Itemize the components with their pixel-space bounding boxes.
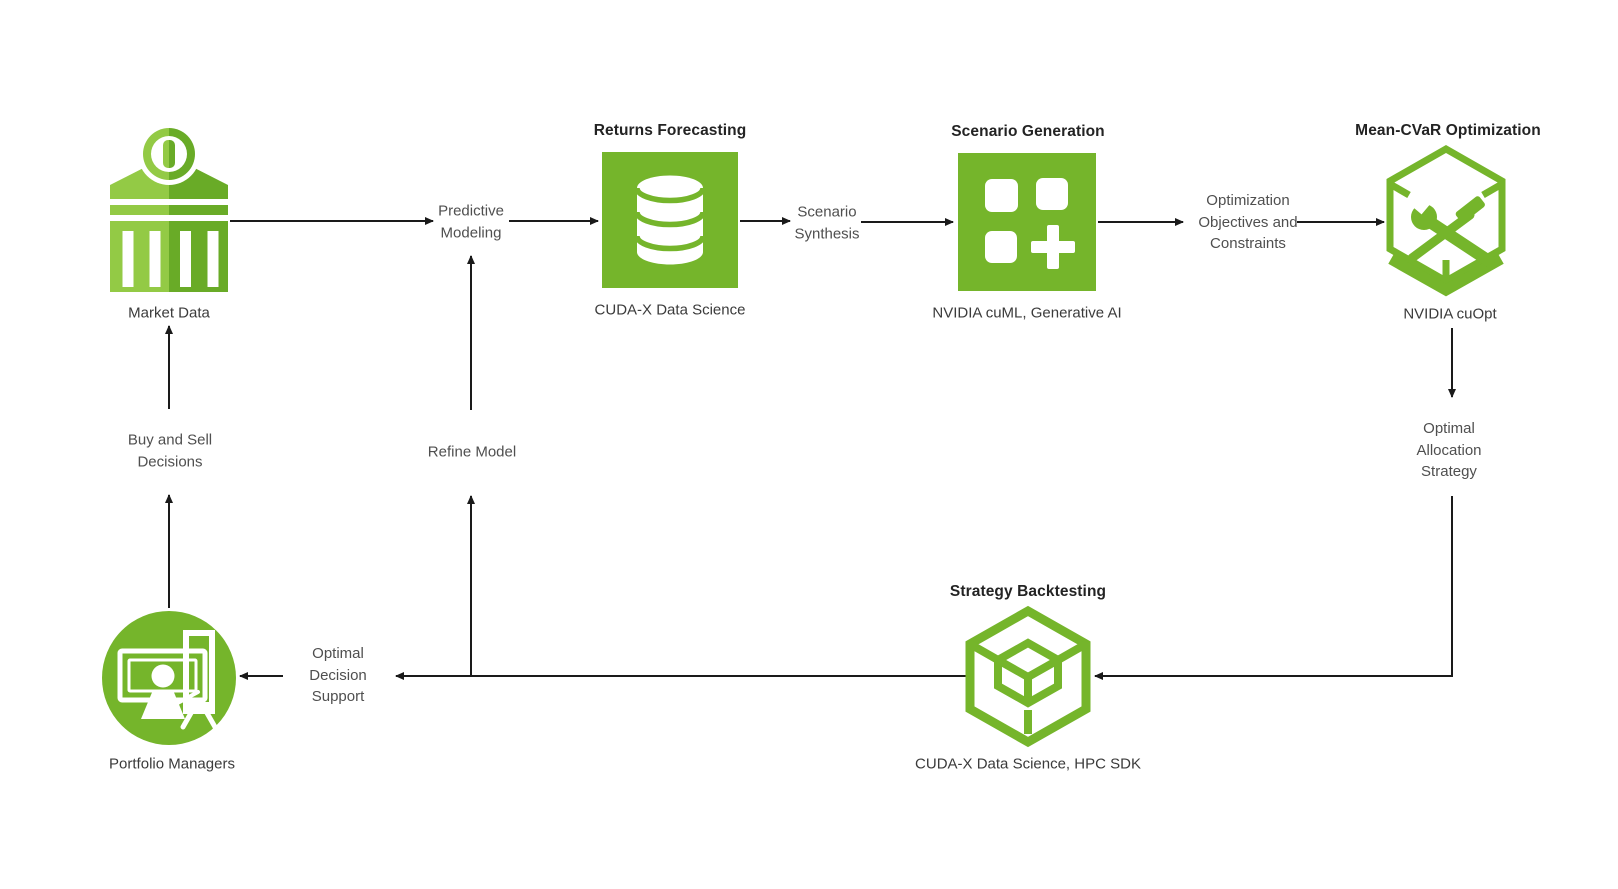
bank-lintel <box>110 205 228 215</box>
hexagon-chevron <box>1388 254 1504 297</box>
bank-columns <box>122 231 219 287</box>
database-icon <box>634 175 706 265</box>
refine-model-label: Refine Model <box>427 443 517 461</box>
flipchart <box>180 630 218 730</box>
wrench-hammer-glyph <box>1407 192 1495 267</box>
scenario-generation-caption: NVIDIA cuML, Generative AI <box>932 304 1122 322</box>
scenario-generation-title: Scenario Generation <box>951 123 1105 140</box>
returns-forecasting-title: Returns Forecasting <box>593 122 747 139</box>
presenter-icon <box>102 611 236 745</box>
optimal-allocation-label: Optimal Allocation Strategy <box>1416 419 1482 480</box>
hexagon-tools-icon <box>1386 144 1506 297</box>
strategy-backtesting-title: Strategy Backtesting <box>949 583 1107 600</box>
tiles-plus-icon <box>985 178 1075 269</box>
returns-forecasting-caption: CUDA-X Data Science <box>594 301 746 319</box>
optimal-decision-label: Optimal Decision Support <box>309 644 367 705</box>
cuopt-caption: NVIDIA cuOpt <box>1403 305 1497 323</box>
scenario-generation-node <box>958 153 1096 291</box>
arrow-allocation-to-backtesting <box>1094 496 1453 680</box>
person <box>141 664 200 719</box>
optimization-objectives-label: Optimization Objectives and Constraints <box>1198 191 1298 252</box>
market-data-label: Market Data <box>128 304 210 322</box>
cube-icon <box>965 605 1091 748</box>
predictive-modeling-label: Predictive Modeling <box>438 202 504 242</box>
bank-icon <box>110 124 228 292</box>
buy-sell-label: Buy and Sell Decisions <box>127 431 213 471</box>
scenario-synthesis-label: Scenario Synthesis <box>794 203 860 243</box>
strategy-backtesting-caption: CUDA-X Data Science, HPC SDK <box>915 755 1141 773</box>
mean-cvar-title: Mean-CVaR Optimization <box>1355 122 1541 139</box>
portfolio-managers-label: Portfolio Managers <box>109 755 235 773</box>
